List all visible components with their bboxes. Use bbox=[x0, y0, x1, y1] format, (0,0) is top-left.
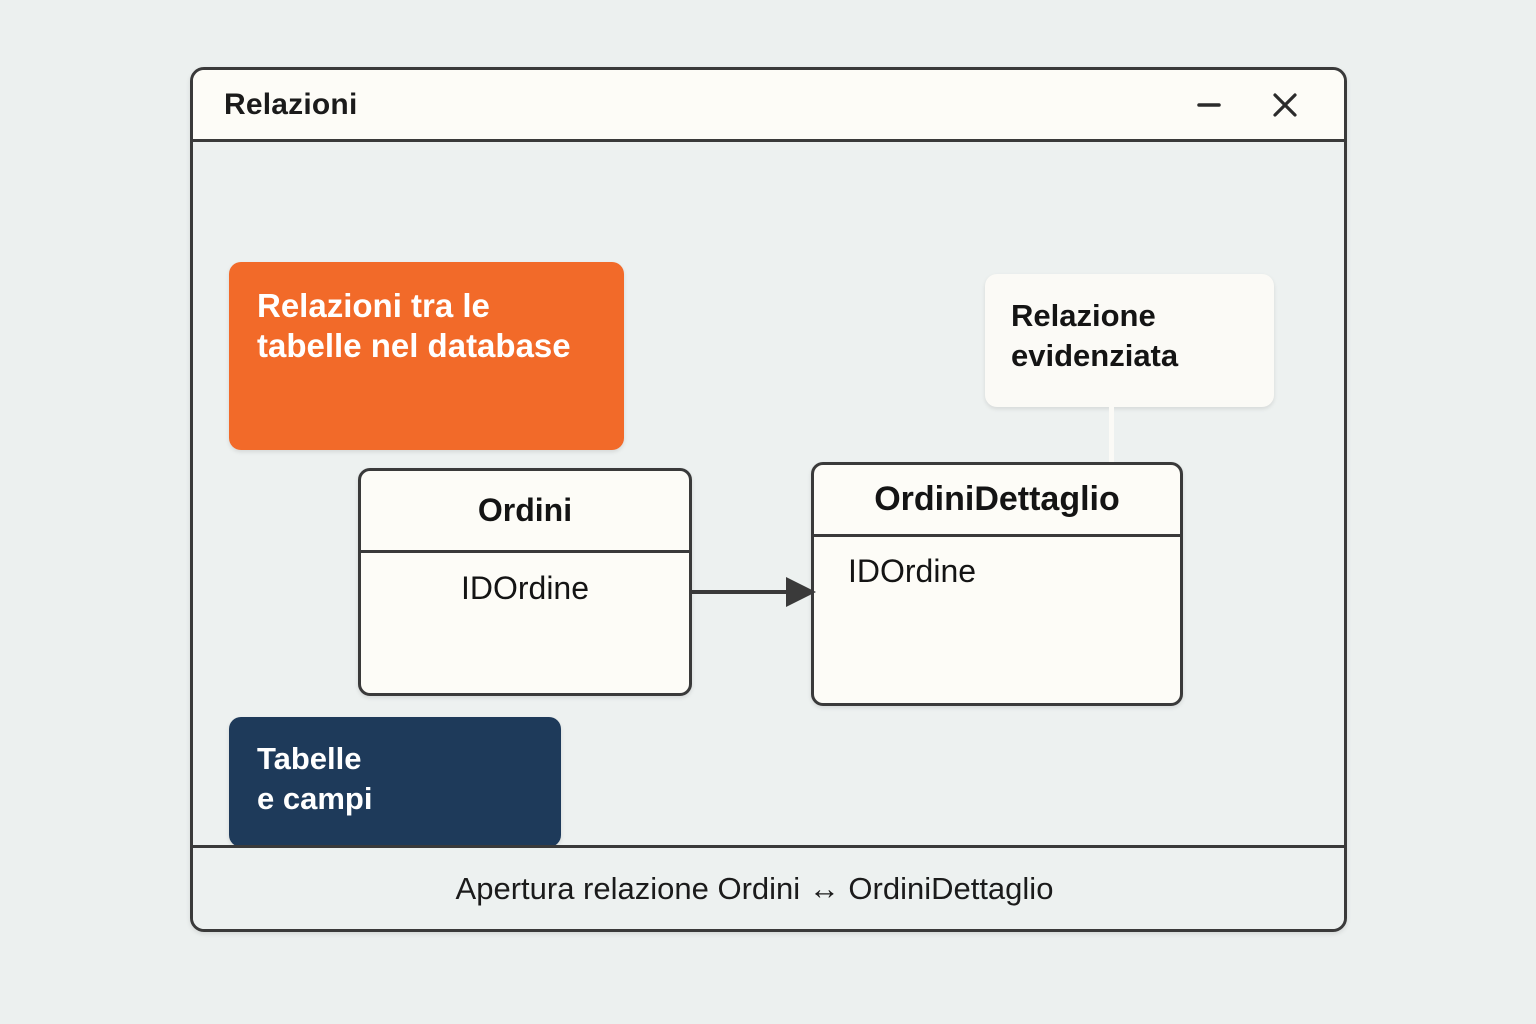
callout-tables-fields: Tabelle e campi bbox=[229, 717, 561, 845]
callout-relations-text: Relazioni tra le tabelle nel database bbox=[257, 287, 571, 365]
table-ordinidettaglio-field-idordine[interactable]: IDOrdine bbox=[848, 553, 977, 589]
minimize-icon bbox=[1197, 102, 1221, 107]
status-bar-text: Apertura relazione Ordini ↔ OrdiniDettag… bbox=[455, 870, 1054, 906]
close-icon bbox=[1273, 92, 1297, 117]
callout-highlighted-relation-text: Relazione evidenziata bbox=[1011, 298, 1179, 374]
window-title: Relazioni bbox=[224, 87, 358, 121]
relations-canvas: Relazioni tra le tabelle nel database Re… bbox=[193, 142, 1344, 845]
callout-connector-line bbox=[1109, 407, 1114, 467]
window-titlebar: Relazioni bbox=[193, 70, 1344, 142]
close-button[interactable] bbox=[1268, 88, 1302, 122]
relazioni-window: Relazioni Relazioni tra le tabelle nel d… bbox=[190, 67, 1347, 932]
status-bar: Apertura relazione Ordini ↔ OrdiniDettag… bbox=[193, 845, 1344, 929]
callout-tables-fields-text: Tabelle e campi bbox=[257, 741, 373, 817]
table-ordinidettaglio-header: OrdiniDettaglio bbox=[814, 465, 1180, 537]
table-node-ordinidettaglio[interactable]: OrdiniDettaglio IDOrdine bbox=[811, 462, 1183, 706]
callout-relations-note: Relazioni tra le tabelle nel database bbox=[229, 262, 624, 450]
minimize-button[interactable] bbox=[1192, 88, 1226, 122]
window-controls bbox=[1192, 88, 1302, 122]
table-ordini-field-idordine[interactable]: IDOrdine bbox=[460, 570, 590, 606]
table-node-ordini[interactable]: Ordini IDOrdine bbox=[358, 468, 692, 696]
callout-highlighted-relation: Relazione evidenziata bbox=[985, 274, 1274, 407]
table-ordini-header: Ordini bbox=[361, 471, 689, 553]
relation-arrow-icon[interactable] bbox=[690, 572, 816, 612]
